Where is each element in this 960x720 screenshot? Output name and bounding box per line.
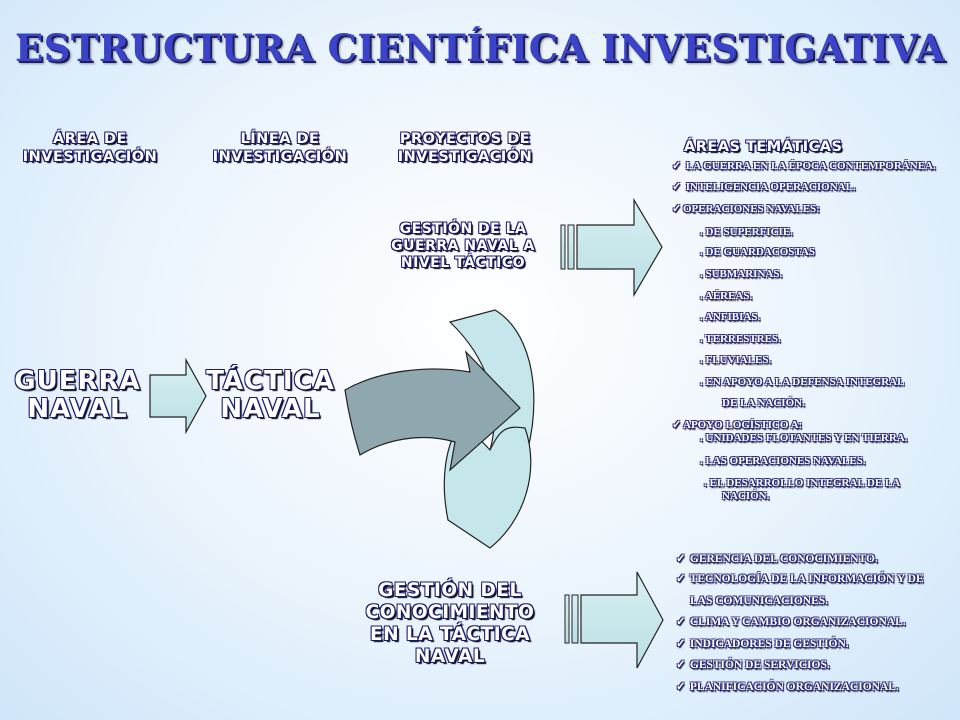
topic-1-16: . EL DESARROLLO INTEGRAL DE LA [704, 477, 901, 489]
topic-2-1: ✓ GERENCIA DEL CONOCIMIENTO. [676, 553, 878, 566]
topic-1-4: . DE SUPERFICIE. [700, 226, 793, 238]
topic-1-17: NACIÓN. [722, 490, 770, 502]
topic-text: PLANIFICACIÓN ORGANIZACIONAL. [689, 681, 899, 693]
topic-1-7: . AÉREAS. [700, 290, 753, 302]
check-mark-icon: ✓ [676, 553, 686, 565]
area-label-line1: GUERRA [14, 366, 141, 396]
project2-line2: CONOCIMIENTO [365, 602, 535, 623]
arrow-area-to-linea [149, 357, 207, 435]
topic-1-12: DE LA NACIÓN. [722, 397, 805, 409]
header-proyectos-line2: INVESTIGACIÓN [397, 149, 533, 165]
linea-label-line2: NAVAL [220, 394, 321, 424]
topic-2-2: ✓ TECNOLOGÍA DE LA INFORMACIÓN Y DE [676, 573, 924, 586]
topic-1-15: . LAS OPERACIONES NAVALES. [700, 455, 866, 467]
project1-line3: NIVEL TÁCTICO [400, 255, 526, 271]
header-areas-tematicas: ÁREAS TEMÁTICAS [684, 139, 843, 155]
topic-text: APOYO LOGÍSTICO A: [683, 419, 803, 431]
header-linea-line1: LÍNEA DE [240, 131, 320, 147]
header-linea-investigacion: LÍNEA DE INVESTIGACIÓN [195, 130, 365, 166]
topic-2-7: ✓ PLANIFICACIÓN ORGANIZACIONAL. [676, 681, 899, 694]
topic-1-14: . UNIDADES FLOTANTES Y EN TIERRA. [700, 432, 908, 444]
topic-2-4: ✓ CLIMA Y CAMBIO ORGANIZACIONAL. [676, 616, 906, 629]
arrow-project2-to-topics [564, 571, 664, 669]
header-linea-line2: INVESTIGACIÓN [212, 149, 348, 165]
topic-1-5: . DE GUARDACOSTAS [700, 246, 816, 258]
area-label-line2: NAVAL [27, 394, 128, 424]
area-guerra-naval: GUERRA NAVAL [5, 367, 150, 423]
header-proyectos-line1: PROYECTOS DE [399, 131, 531, 147]
topic-text: INTELIGENCIA OPERACIONAL. [685, 181, 856, 193]
project2-line4: NAVAL [414, 646, 486, 667]
linea-tactica-naval: TÁCTICA NAVAL [198, 367, 343, 423]
topic-1-10: . FLUVIALES. [700, 354, 772, 366]
topic-text: OPERACIONES NAVALES: [683, 203, 820, 215]
check-mark-icon: ✓ [676, 573, 686, 585]
check-mark-icon: ✓ [672, 419, 682, 431]
topic-1-8: . ANFIBIAS. [700, 311, 761, 323]
topic-1-9: . TERRESTRES. [700, 333, 781, 345]
project-gestion-guerra-naval: GESTIÓN DE LA GUERRA NAVAL A NIVEL TÁCTI… [370, 221, 556, 272]
check-mark-icon: ✓ [676, 638, 686, 650]
linea-label-line1: TÁCTICA [206, 366, 335, 396]
check-mark-icon: ✓ [676, 659, 686, 671]
page-title: ESTRUCTURA CIENTÍFICA INVESTIGATIVA [14, 26, 946, 70]
check-mark-icon: ✓ [672, 203, 682, 215]
topic-1-2: ✓ INTELIGENCIA OPERACIONAL. [672, 181, 856, 194]
check-mark-icon: ✓ [672, 181, 682, 193]
topic-1-1: ✓ LA GUERRA EN LA ÉPOCA CONTEMPORÁNEA. [672, 160, 936, 173]
topic-text: CLIMA Y CAMBIO ORGANIZACIONAL. [689, 616, 906, 628]
topic-2-5: ✓ INDICADORES DE GESTIÓN. [676, 638, 849, 651]
cycle-arrows-icon [344, 309, 535, 549]
topic-2-6: ✓ GESTIÓN DE SERVICIOS. [676, 659, 830, 672]
topic-1-11: . EN APOYO A LA DEFENSA INTEGRAL [700, 376, 905, 388]
project2-line3: EN LA TÁCTICA [369, 624, 531, 645]
topic-1-6: . SUBMARINAS. [700, 268, 783, 280]
topic-text: LA GUERRA EN LA ÉPOCA CONTEMPORÁNEA. [685, 160, 936, 172]
topic-text: GESTIÓN DE SERVICIOS. [689, 659, 830, 671]
header-area-line2: INVESTIGACIÓN [22, 149, 158, 165]
header-area-line1: ÁREA DE [52, 131, 127, 147]
check-mark-icon: ✓ [672, 160, 682, 172]
project-gestion-conocimiento: GESTIÓN DEL CONOCIMIENTO EN LA TÁCTICA N… [340, 580, 560, 668]
topic-2-3: LAS COMUNICACIONES. [690, 595, 829, 607]
topic-text: TECNOLOGÍA DE LA INFORMACIÓN Y DE [689, 573, 924, 585]
project1-line1: GESTIÓN DE LA [399, 221, 527, 237]
project2-line1: GESTIÓN DEL [378, 580, 522, 601]
header-proyectos-investigacion: PROYECTOS DE INVESTIGACIÓN [375, 130, 555, 166]
topic-text: INDICADORES DE GESTIÓN. [689, 638, 849, 650]
header-area-investigacion: ÁREA DE INVESTIGACIÓN [10, 130, 170, 166]
project1-line2: GUERRA NAVAL A [391, 238, 535, 254]
topic-1-13: ✓APOYO LOGÍSTICO A: [672, 419, 802, 432]
arrow-project1-to-topics [560, 197, 663, 298]
topic-1-3: ✓OPERACIONES NAVALES: [672, 203, 820, 216]
topic-text: GERENCIA DEL CONOCIMIENTO. [689, 553, 878, 565]
check-mark-icon: ✓ [676, 616, 686, 628]
check-mark-icon: ✓ [676, 681, 686, 693]
